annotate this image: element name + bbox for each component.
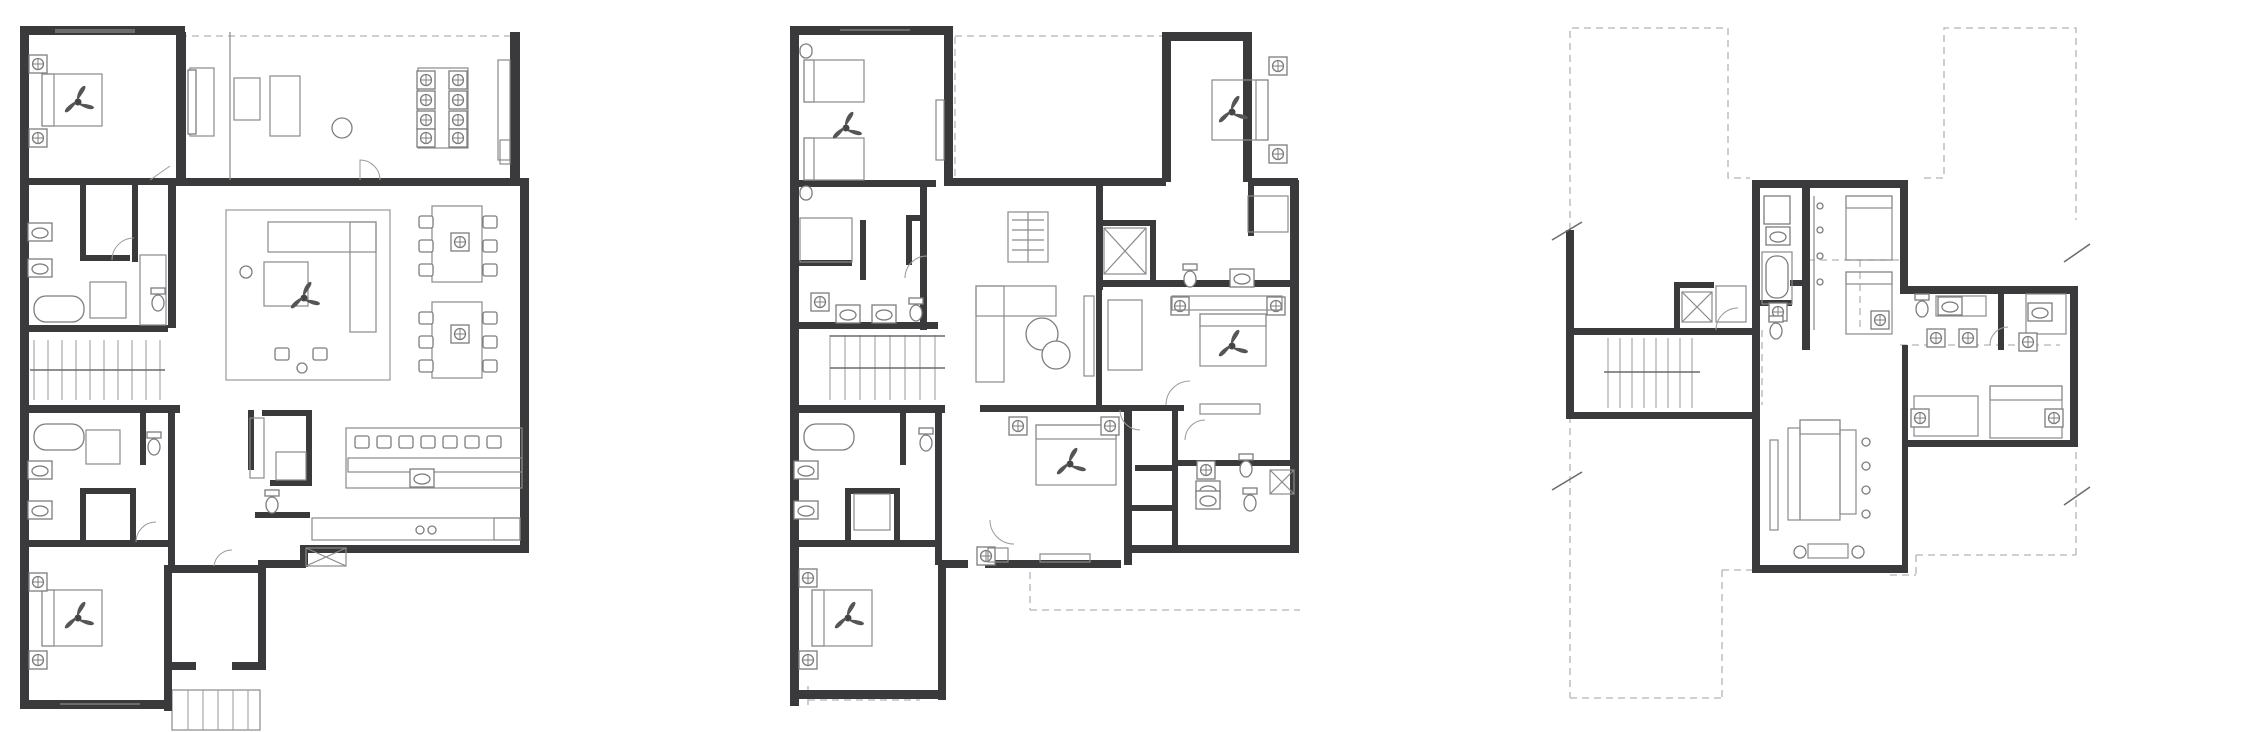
- loft-floor-plan: [1551, 27, 2091, 699]
- main-floor-plan: [20, 26, 529, 731]
- upper-floor-plan: [790, 26, 1300, 710]
